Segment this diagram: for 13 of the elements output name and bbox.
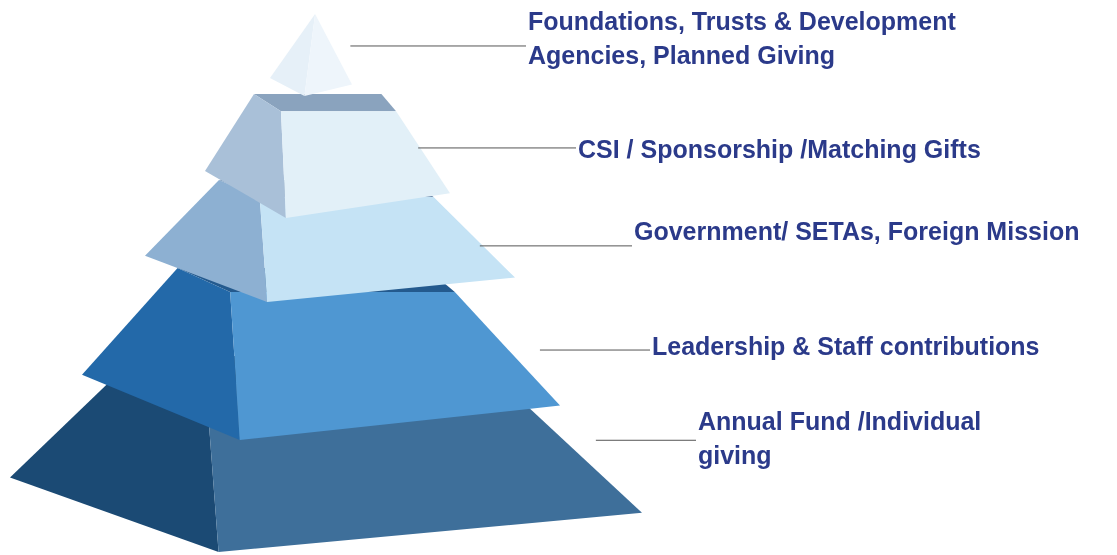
leader-line [417,147,577,149]
leader-line [595,439,697,441]
pyramid-tier [82,268,560,440]
tier-label: Annual Fund /Individual giving [698,404,1028,472]
leader-line [349,45,527,47]
tier-label: Foundations, Trusts & Development Agencies, Planned Giving [528,4,998,72]
tier-label: Leadership & Staff contributions [652,329,1040,363]
leader-line [479,245,633,247]
pyramid-tier [205,94,450,218]
pyramid-apex [270,14,352,96]
tier-label: Government/ SETAs, Foreign Mission [634,214,1080,248]
tier-label: CSI / Sponsorship /Matching Gifts [578,132,981,166]
leader-line [539,349,651,351]
